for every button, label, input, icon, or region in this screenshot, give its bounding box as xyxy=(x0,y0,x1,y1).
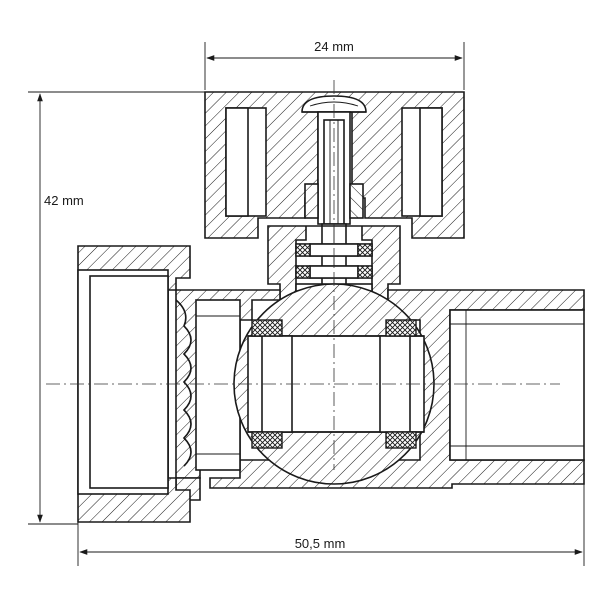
valve-bonnet xyxy=(267,225,401,301)
union-nut xyxy=(77,245,241,523)
dimension-top-width: 24 mm xyxy=(204,39,465,90)
bottom-length-label: 50,5 mm xyxy=(295,536,346,551)
ball-seats xyxy=(251,319,417,449)
dimension-height: 42 mm xyxy=(28,91,205,525)
valve-handle xyxy=(204,91,465,239)
top-width-label: 24 mm xyxy=(314,39,354,54)
height-label: 42 mm xyxy=(44,193,84,208)
